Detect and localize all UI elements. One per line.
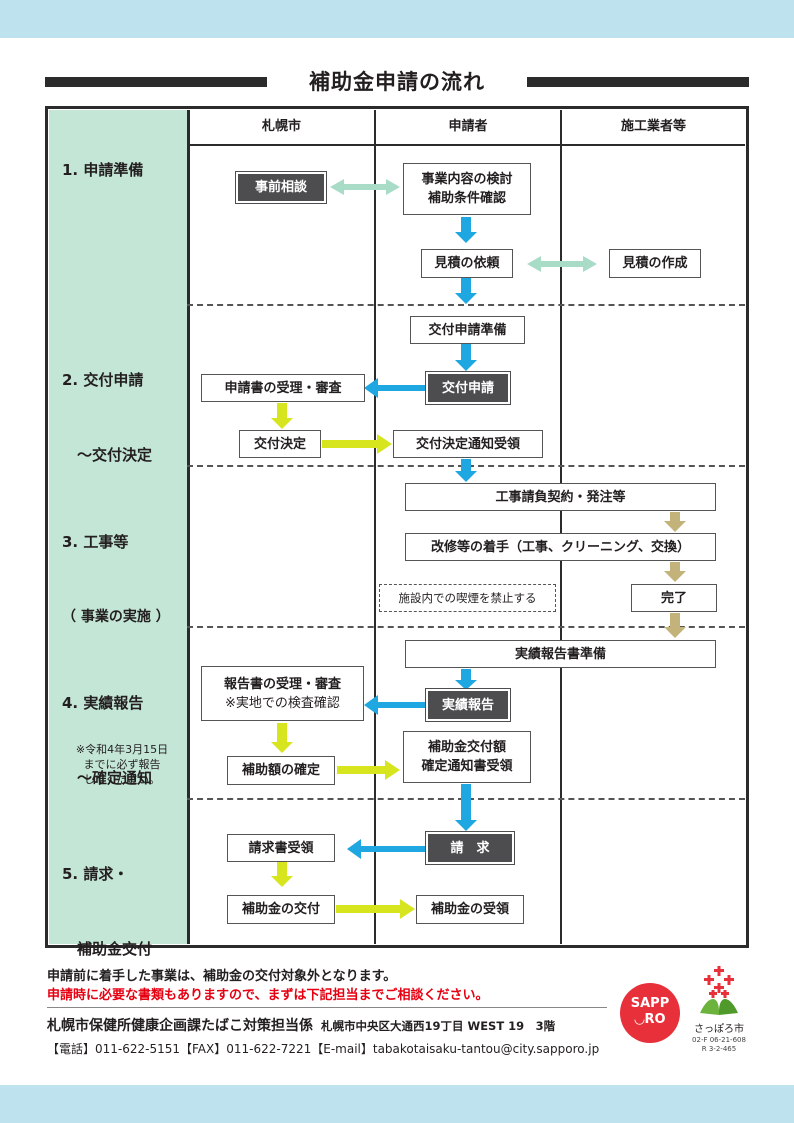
report-receipt-line1: 報告書の受理・審査 [223,676,341,692]
logo-line1: SAPP [630,996,670,1011]
stage-5-line1: 5. 請求・ [62,865,129,883]
report-receipt-box: 報告書の受理・審査 ※実地での検査確認 [201,666,364,721]
stage-2-line2: ～交付決定 [62,446,153,464]
stage-1-label: 1. 申請準備 [62,161,144,179]
print-code-2: R 3-2-465 [701,1045,737,1053]
stage-2-line1: 2. 交付申請 [62,371,144,389]
stage-4-line2: ～確定通知 [62,769,153,787]
stage-divider-1 [187,304,745,306]
application-prep-box: 交付申請準備 [410,316,525,344]
stage-5-label: 5. 請求・ 補助金交付 [62,812,152,987]
stage-divider-2 [187,465,745,467]
decision-notice-box: 交付決定通知受領 [393,430,543,458]
quote-creation-box: 見積の作成 [609,249,701,278]
footer-warning: 申請前に着手した事業は、補助金の交付対象外となります。 [47,969,397,984]
bottom-band [0,1085,794,1123]
col-divider-1 [187,110,190,944]
content-review-line1: 事業内容の検討 [421,172,513,187]
confirm-notice-line2: 確定通知書受領 [421,759,513,774]
no-smoking-notice-box: 施設内での喫煙を禁止する [379,584,556,612]
title-bar-right [527,77,749,87]
application-receipt-box: 申請書の受理・審査 [201,374,365,402]
stage-3-line1: 3. 工事等 [62,533,129,551]
logo-line2: ◡RO [634,1012,666,1027]
report-prep-box: 実績報告書準備 [405,640,716,668]
column-header-city: 札幌市 [261,119,301,134]
city-label: さっぽろ市 [694,1024,744,1035]
col-divider-3 [560,110,562,944]
col-divider-2 [374,110,376,944]
print-code-1: 02-F 06-21-608 [692,1036,746,1044]
grant-receipt-box: 補助金の受領 [416,895,524,924]
stage-4-deadline-note: ※令和4年3月15日 までに必ず報告 してください。 [75,743,169,786]
column-header-contractor: 施工業者等 [620,119,686,134]
stage-4-line1: 4. 実績報告 [62,694,144,712]
report-receipt-line2: ※実地での検査確認 [225,695,340,711]
title-bar-left [45,77,267,87]
top-band [0,0,794,38]
confirm-notice-box: 補助金交付額 確定通知書受領 [403,731,531,783]
footer-contact: 【電話】011-622-5151【FAX】011-622-7221【E-mail… [47,1042,600,1056]
report-submit-box: 実績報告 [428,691,508,719]
contract-order-box: 工事請負契約・発注等 [405,483,716,511]
page-title: 補助金申請の流れ [309,70,485,94]
title-row: 補助金申請の流れ [45,68,749,96]
confirm-notice-line1: 補助金交付額 [427,740,506,755]
stage-5-line2: 補助金交付 [62,940,153,958]
header-rule [187,144,745,146]
stage-column [49,110,187,944]
content-review-box: 事業内容の検討 補助条件確認 [403,163,531,215]
grant-payment-box: 補助金の交付 [227,895,335,924]
invoice-receipt-box: 請求書受領 [227,834,335,862]
quote-request-box: 見積の依頼 [421,249,513,278]
sapporo-logo: SAPP ◡RO [620,983,680,1043]
department-name: 札幌市保健所健康企画課たばこ対策担当係 [47,1018,313,1034]
department-address: 札幌市中央区大通西19丁目 WEST 19 3階 [321,1019,556,1033]
invoice-box: 請 求 [428,834,512,862]
grant-decision-box: 交付決定 [239,430,321,458]
lilac-emblem-icon [700,966,738,1015]
footer-department: 札幌市保健所健康企画課たばこ対策担当係札幌市中央区大通西19丁目 WEST 19… [47,1015,555,1035]
footer-consult-notice: 申請時に必要な書類もありますので、まずは下記担当までご相談ください。 [47,988,489,1003]
prior-consultation-box: 事前相談 [238,174,324,201]
stage-3-line2: （ 事業の実施 ） [62,609,170,625]
application-submit-box: 交付申請 [428,374,508,402]
stage-3-label: 3. 工事等 （ 事業の実施 ） [62,480,170,655]
completion-box: 完了 [631,584,717,612]
stage-divider-4 [187,798,745,800]
footer-divider [47,1007,607,1008]
column-header-applicant: 申請者 [448,119,488,134]
stage-2-label: 2. 交付申請 ～交付決定 [62,318,152,493]
content-review-line2: 補助条件確認 [427,191,506,206]
print-code: 02-F 06-21-608 R 3-2-465 [690,1036,748,1054]
stage-divider-3 [187,626,745,628]
stage-4-label: 4. 実績報告 ～確定通知 [62,641,152,816]
amount-confirm-box: 補助額の確定 [227,756,335,785]
city-mark: さっぽろ市 02-F 06-21-608 R 3-2-465 [690,965,748,1055]
work-start-box: 改修等の着手（工事、クリーニング、交換） [405,533,716,561]
